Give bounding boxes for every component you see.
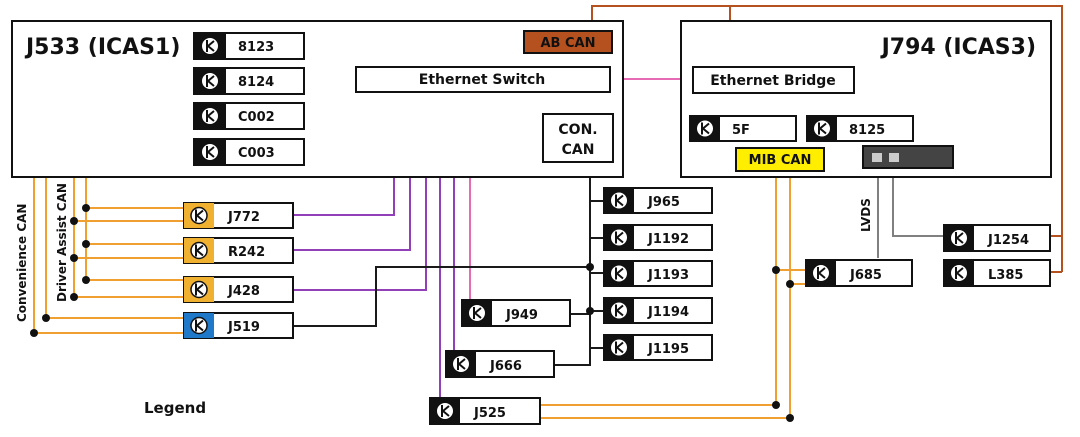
lvds-label: LVDS [859, 198, 873, 232]
driver-node: J519 [183, 312, 294, 339]
driver-node: J428 [183, 276, 294, 303]
icas3-port-label: 5F [732, 123, 750, 138]
icas1-title: J533 (ICAS1) [24, 35, 180, 60]
mib-node: J1254 [943, 224, 1051, 252]
driver-assist-can-label: Driver Assist CAN [55, 183, 69, 302]
lvds-wire-j1254 [892, 165, 944, 237]
driver-node-label: J772 [227, 210, 260, 225]
legend-title[interactable]: Legend [144, 399, 206, 417]
lvds-pin [889, 153, 899, 162]
icas1-port-label: C002 [238, 110, 275, 125]
con-can-node: J1195 [603, 334, 713, 361]
middle-node-label: J666 [489, 359, 522, 374]
con-can-wire-j666 [554, 348, 591, 366]
con-can-label-line2: CAN [562, 142, 595, 158]
junction-dots [30, 204, 794, 422]
con-can-node-label: J1194 [647, 305, 689, 320]
lvds-pin [872, 153, 882, 162]
con-can-wire-j519 [293, 266, 590, 327]
middle-node: J949 [461, 299, 571, 327]
icas1-port-list: 8123 8124 C002 C003 [193, 32, 305, 166]
middle-node: J525 [429, 397, 541, 425]
icas1-port-label: C003 [238, 146, 275, 161]
mib-node: L385 [943, 259, 1051, 287]
mib-can-label: MIB CAN [749, 153, 812, 168]
icas1-port: C003 [193, 138, 305, 166]
con-can-block [542, 113, 614, 163]
ethernet-bridge [692, 66, 855, 94]
icas1-port-label: 8124 [238, 75, 274, 90]
driver-node: R242 [183, 237, 294, 264]
ab-can-wire [591, 5, 1063, 237]
icas3-title: J794 (ICAS3) [880, 35, 1036, 60]
con-can-node-label: J1193 [647, 268, 689, 283]
mib-node-label: J1254 [987, 233, 1029, 248]
middle-node-label: J525 [473, 406, 506, 421]
middle-node-label: J949 [505, 308, 538, 323]
ab-can-badge [523, 30, 613, 54]
mib-node: J685 [805, 259, 913, 287]
convenience-can-label: Convenience CAN [15, 204, 29, 322]
con-can-label-line1: CON. [558, 122, 597, 138]
icas1-port: C002 [193, 102, 305, 130]
driver-node-label: J519 [227, 320, 260, 335]
icas3-port: 5F [689, 115, 797, 142]
icas1-frame [11, 20, 624, 178]
con-can-node: J1193 [603, 260, 713, 287]
lvds-connector [862, 145, 954, 169]
icas1-port-label: 8123 [238, 40, 274, 55]
driver-node-label: R242 [228, 245, 265, 260]
icas1-port: 8123 [193, 32, 305, 60]
mib-node-label: J685 [849, 268, 882, 283]
mib-can-badge [735, 147, 825, 172]
driver-node-label: J428 [227, 284, 260, 299]
ab-can-label: AB CAN [541, 36, 596, 51]
icas3-port: 8125 [806, 115, 914, 142]
con-can-node: J1194 [603, 297, 713, 324]
middle-node: J666 [445, 350, 555, 378]
icas3-port-label: 8125 [849, 123, 885, 138]
icas1-port: 8124 [193, 67, 305, 95]
ethernet-switch-label: Ethernet Switch [419, 72, 545, 88]
con-can-node: J1192 [603, 224, 713, 251]
con-can-node-label: J965 [647, 195, 680, 210]
con-can-node-label: J1192 [647, 232, 689, 247]
con-can-node: J965 [603, 187, 713, 214]
mib-node-label: L385 [988, 268, 1023, 283]
ethernet-switch [355, 66, 611, 93]
con-can-node-label: J1195 [647, 342, 689, 357]
driver-node: J772 [183, 202, 294, 229]
ethernet-bridge-label: Ethernet Bridge [710, 73, 836, 89]
